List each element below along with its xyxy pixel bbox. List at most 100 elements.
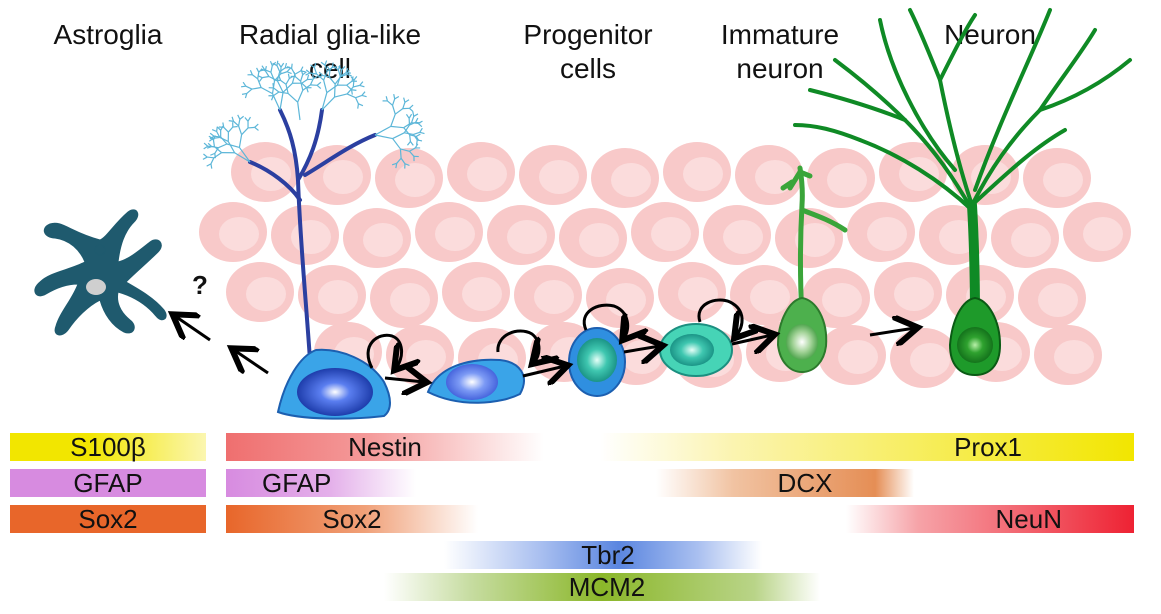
tissue-cell-nucleus bbox=[651, 217, 691, 251]
tissue-cell-nucleus bbox=[611, 163, 651, 197]
tuft-branch bbox=[316, 84, 322, 89]
tuft-branch bbox=[334, 93, 348, 98]
tuft-branch bbox=[406, 141, 411, 146]
tuft-branch bbox=[285, 84, 289, 94]
tuft-branch bbox=[256, 67, 260, 73]
neuron-nucleus bbox=[957, 327, 993, 363]
tuft-branch bbox=[276, 60, 279, 66]
tuft-branch bbox=[300, 69, 304, 75]
tuft-branch bbox=[284, 63, 288, 68]
tuft-branch bbox=[234, 152, 251, 163]
tuft-branch bbox=[210, 152, 216, 156]
tuft-branch bbox=[317, 74, 323, 78]
tuft-branch bbox=[313, 67, 318, 75]
tissue-cell-nucleus bbox=[467, 157, 507, 191]
tuft-branch bbox=[246, 88, 253, 94]
tuft-branch bbox=[413, 113, 419, 117]
tuft-branch bbox=[242, 81, 247, 87]
tuft-branch bbox=[305, 69, 311, 74]
tuft-branch bbox=[270, 65, 273, 73]
tuft-branch bbox=[361, 91, 366, 96]
tuft-branch bbox=[238, 147, 251, 163]
tuft-branch bbox=[286, 67, 291, 73]
tuft-branch bbox=[269, 60, 273, 66]
tuft-branch bbox=[326, 84, 338, 94]
tuft-branch bbox=[419, 131, 425, 135]
marker-bar-tbr2: Tbr2 bbox=[444, 540, 762, 570]
tuft-branch bbox=[355, 97, 359, 105]
tuft-branch bbox=[244, 117, 249, 122]
tuft-branch bbox=[206, 163, 212, 167]
tuft-branch bbox=[220, 125, 224, 131]
tuft-branch bbox=[351, 89, 357, 91]
tuft-branch bbox=[404, 163, 410, 167]
tuft-branch bbox=[352, 80, 355, 87]
tuft-branch bbox=[403, 122, 412, 129]
tuft-branch bbox=[405, 114, 410, 119]
tuft-branch bbox=[260, 68, 266, 72]
tuft-branch bbox=[409, 104, 414, 109]
tuft-branch bbox=[203, 145, 209, 150]
astroglia-cell bbox=[34, 209, 167, 336]
tuft-branch bbox=[403, 124, 410, 134]
tuft-branch bbox=[210, 157, 215, 165]
tuft-branch bbox=[291, 74, 296, 84]
tuft-branch bbox=[272, 91, 280, 97]
tuft-branch bbox=[409, 134, 412, 142]
tissue-cell-nucleus bbox=[1038, 283, 1078, 317]
tissue-cell-nucleus bbox=[1043, 163, 1083, 197]
tuft-branch bbox=[404, 99, 410, 103]
tuft-branch bbox=[279, 67, 286, 73]
tuft-branch bbox=[233, 120, 239, 127]
tuft-branch bbox=[305, 72, 311, 76]
tuft-branch bbox=[247, 126, 255, 129]
tuft-branch bbox=[261, 65, 266, 71]
tuft-branch bbox=[355, 94, 363, 99]
tuft-branch bbox=[340, 69, 343, 77]
tuft-branch bbox=[337, 69, 341, 77]
marker-bar-dcx: DCX bbox=[656, 468, 914, 498]
tuft-branch bbox=[393, 94, 396, 100]
tuft-branch bbox=[257, 75, 263, 79]
tuft-branch bbox=[272, 83, 275, 89]
tuft-branch bbox=[206, 146, 212, 149]
tuft-branch bbox=[231, 116, 235, 122]
tuft-branch bbox=[272, 62, 278, 67]
tuft-branch bbox=[419, 127, 423, 133]
tuft-branch bbox=[415, 117, 419, 123]
tuft-branch bbox=[333, 84, 336, 98]
tuft-branch bbox=[297, 102, 301, 121]
tuft-branch bbox=[358, 103, 364, 107]
tuft-branch bbox=[214, 147, 219, 154]
tuft-branch bbox=[403, 97, 406, 103]
tuft-branch bbox=[203, 153, 208, 158]
marker-bar-mcm2: MCM2 bbox=[384, 572, 820, 602]
tissue-cell-nucleus bbox=[622, 340, 662, 374]
tuft-branch bbox=[280, 79, 287, 85]
tissue-cell-nucleus bbox=[291, 220, 331, 254]
tuft-branch bbox=[213, 136, 220, 139]
tuft-branch bbox=[320, 61, 326, 66]
progenitor-2-nucleus bbox=[577, 338, 617, 382]
tissue-cell-nucleus bbox=[910, 343, 950, 377]
tuft-branch bbox=[351, 89, 353, 95]
tuft-branch bbox=[264, 65, 267, 71]
tuft-branch bbox=[306, 74, 310, 80]
tuft-branch bbox=[391, 98, 396, 106]
tuft-branch bbox=[346, 86, 354, 95]
tuft-branch bbox=[412, 111, 415, 117]
tuft-branch bbox=[413, 131, 420, 135]
tissue-cell-nucleus bbox=[435, 217, 475, 251]
tuft-branch bbox=[374, 134, 393, 140]
tissue-cell-nucleus bbox=[246, 277, 286, 311]
tissue-cell-nucleus bbox=[323, 160, 363, 194]
tuft-branch bbox=[390, 113, 396, 127]
tissue-cell-nucleus bbox=[1011, 223, 1051, 257]
tuft-branch bbox=[306, 87, 309, 93]
tuft-branch bbox=[359, 84, 365, 88]
tuft-branch bbox=[245, 85, 253, 90]
tuft-branch bbox=[326, 65, 331, 71]
tuft-branch bbox=[286, 65, 292, 70]
tuft-branch bbox=[357, 103, 360, 109]
